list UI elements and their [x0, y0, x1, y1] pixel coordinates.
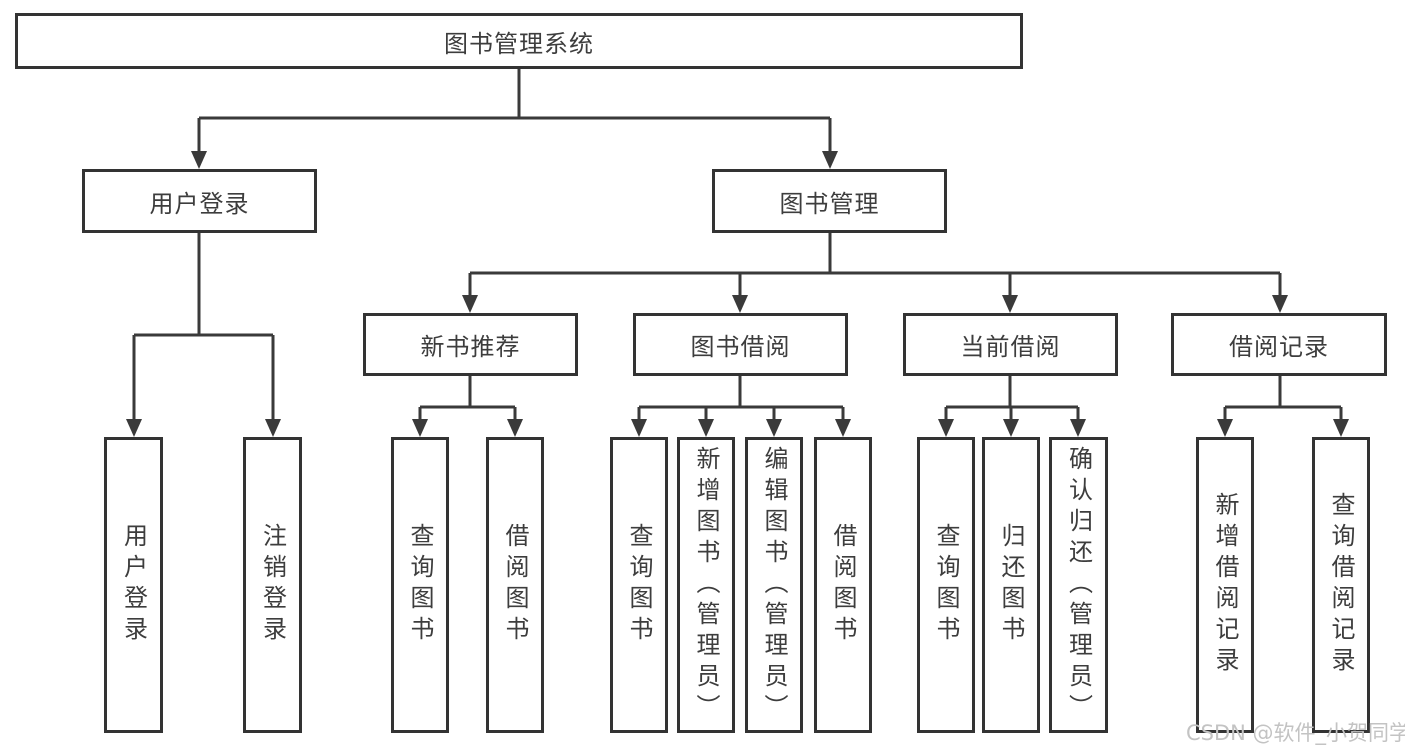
arrowheads — [126, 151, 1349, 437]
leaf-logout: 注销登录 — [243, 437, 302, 733]
node-book-management: 图书管理 — [712, 169, 947, 233]
leaf-label: 借阅图书 — [829, 523, 857, 647]
leaf-borrow-books-recommend: 借阅图书 — [486, 437, 544, 733]
leaf-add-borrow-record: 新增借阅记录 — [1196, 437, 1254, 733]
leaf-label: 确认归还（管理员） — [1064, 445, 1093, 725]
leaf-label: 查询图书 — [932, 523, 960, 647]
connector-user-login — [132, 233, 275, 423]
leaf-label: 归还图书 — [997, 523, 1025, 647]
leaf-label: 借阅图书 — [501, 523, 529, 647]
leaf-label: 用户登录 — [119, 523, 148, 647]
node-current-borrow: 当前借阅 — [903, 313, 1118, 376]
leaf-label: 新增图书（管理员） — [692, 445, 720, 725]
leaf-query-books-current: 查询图书 — [917, 437, 975, 733]
leaf-user-login: 用户登录 — [104, 437, 163, 733]
leaf-edit-books-admin: 编辑图书（管理员） — [745, 437, 803, 733]
node-book-management-system: 图书管理系统 — [15, 13, 1023, 69]
node-label: 当前借阅 — [960, 333, 1061, 361]
node-label: 新书推荐 — [420, 333, 521, 361]
leaf-label: 查询借阅记录 — [1327, 492, 1355, 678]
node-label: 用户登录 — [149, 189, 250, 218]
connector-root — [197, 69, 832, 155]
leaf-label: 注销登录 — [258, 523, 287, 647]
connector-current-borrow — [944, 376, 1080, 423]
node-label: 图书管理 — [779, 189, 880, 218]
leaf-add-books-admin: 新增图书（管理员） — [677, 437, 735, 733]
leaf-query-books-borrow: 查询图书 — [610, 437, 668, 733]
node-label: 图书借阅 — [690, 333, 791, 361]
connector-new-book-recommend — [418, 376, 517, 423]
leaf-query-books-recommend: 查询图书 — [391, 437, 449, 733]
leaf-confirm-return-admin: 确认归还（管理员） — [1049, 437, 1108, 733]
node-borrow-records: 借阅记录 — [1171, 313, 1387, 376]
leaf-label: 查询图书 — [406, 523, 434, 647]
node-new-book-recommend: 新书推荐 — [363, 313, 578, 376]
leaf-query-borrow-record: 查询借阅记录 — [1312, 437, 1370, 733]
leaf-label: 新增借阅记录 — [1211, 492, 1239, 678]
node-user-login: 用户登录 — [82, 169, 317, 233]
leaf-label: 编辑图书（管理员） — [760, 445, 788, 725]
connector-book-borrow — [637, 376, 845, 423]
connector-borrow-records — [1223, 376, 1343, 423]
leaf-label: 查询图书 — [625, 523, 653, 647]
node-label: 借阅记录 — [1229, 333, 1329, 361]
leaf-borrow-books: 借阅图书 — [814, 437, 872, 733]
node-label: 图书管理系统 — [444, 29, 594, 58]
connector-book-management — [468, 233, 1282, 299]
node-book-borrow: 图书借阅 — [633, 313, 848, 376]
leaf-return-books: 归还图书 — [982, 437, 1040, 733]
csdn-watermark: CSDN @软件_小贺同学 — [1186, 721, 1405, 745]
